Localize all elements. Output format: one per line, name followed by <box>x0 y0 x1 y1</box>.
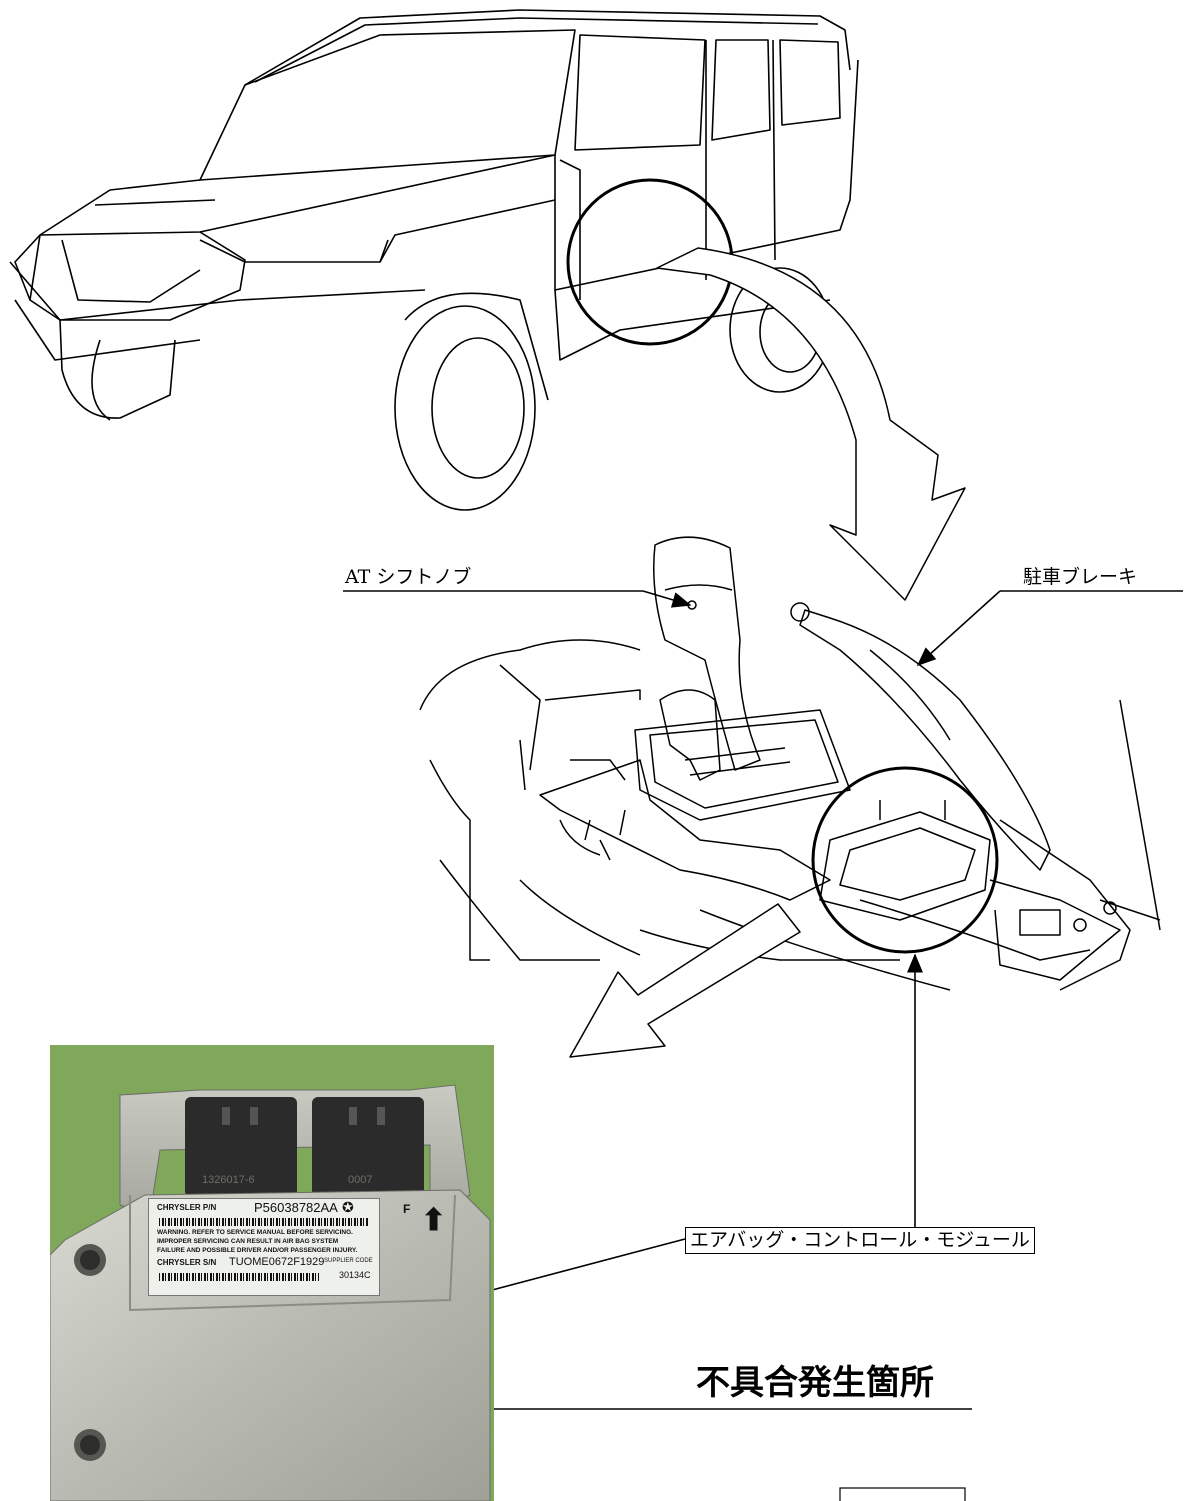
supplier-caption: SUPPLIER CODE <box>324 1258 373 1264</box>
f-mark: F <box>403 1202 411 1216</box>
pn-caption: CHRYSLER P/N <box>157 1203 217 1212</box>
label-airbag-control-module: エアバッグ・コントロール・モジュール <box>685 1227 1035 1254</box>
up-arrow-icon: ⬆ <box>421 1204 447 1237</box>
module-label-sticker: CHRYSLER P/N P56038782AA ✪ F ⬆ WARNING. … <box>148 1198 446 1296</box>
warning-line-2: IMPROPER SERVICING CAN RESULT IN AIR BAG… <box>157 1238 339 1245</box>
vehicle-illustration <box>9 9 859 511</box>
zoom-circle-console <box>811 766 999 954</box>
curved-arrow-icon <box>656 247 966 601</box>
supplier-value: 30134C <box>339 1270 371 1280</box>
block-arrow-icon <box>569 903 801 1058</box>
mopar-pentastar-icon: ✪ <box>342 1199 354 1215</box>
sn-caption: CHRYSLER S/N <box>157 1258 217 1267</box>
footer-box <box>839 1487 966 1501</box>
connector-code-right: 0007 <box>348 1174 373 1186</box>
defect-location-heading: 不具合発生箇所 <box>696 1363 934 1403</box>
barcode-bottom <box>159 1273 319 1281</box>
barcode-top <box>159 1218 369 1226</box>
warning-line-1: WARNING. REFER TO SERVICE MANUAL BEFORE … <box>157 1229 353 1236</box>
warning-line-3: FAILURE AND POSSIBLE DRIVER AND/OR PASSE… <box>157 1247 358 1254</box>
label-at-shift-knob: AT シフトノブ <box>345 566 472 588</box>
sn-value: TUOME0672F1929 <box>229 1256 325 1268</box>
label-parking-brake: 駐車ブレーキ <box>1023 566 1138 588</box>
connector-code-left: 1326017-6 <box>202 1174 255 1186</box>
pn-value: P56038782AA <box>254 1200 338 1215</box>
shifter-console-illustration <box>419 536 1161 991</box>
